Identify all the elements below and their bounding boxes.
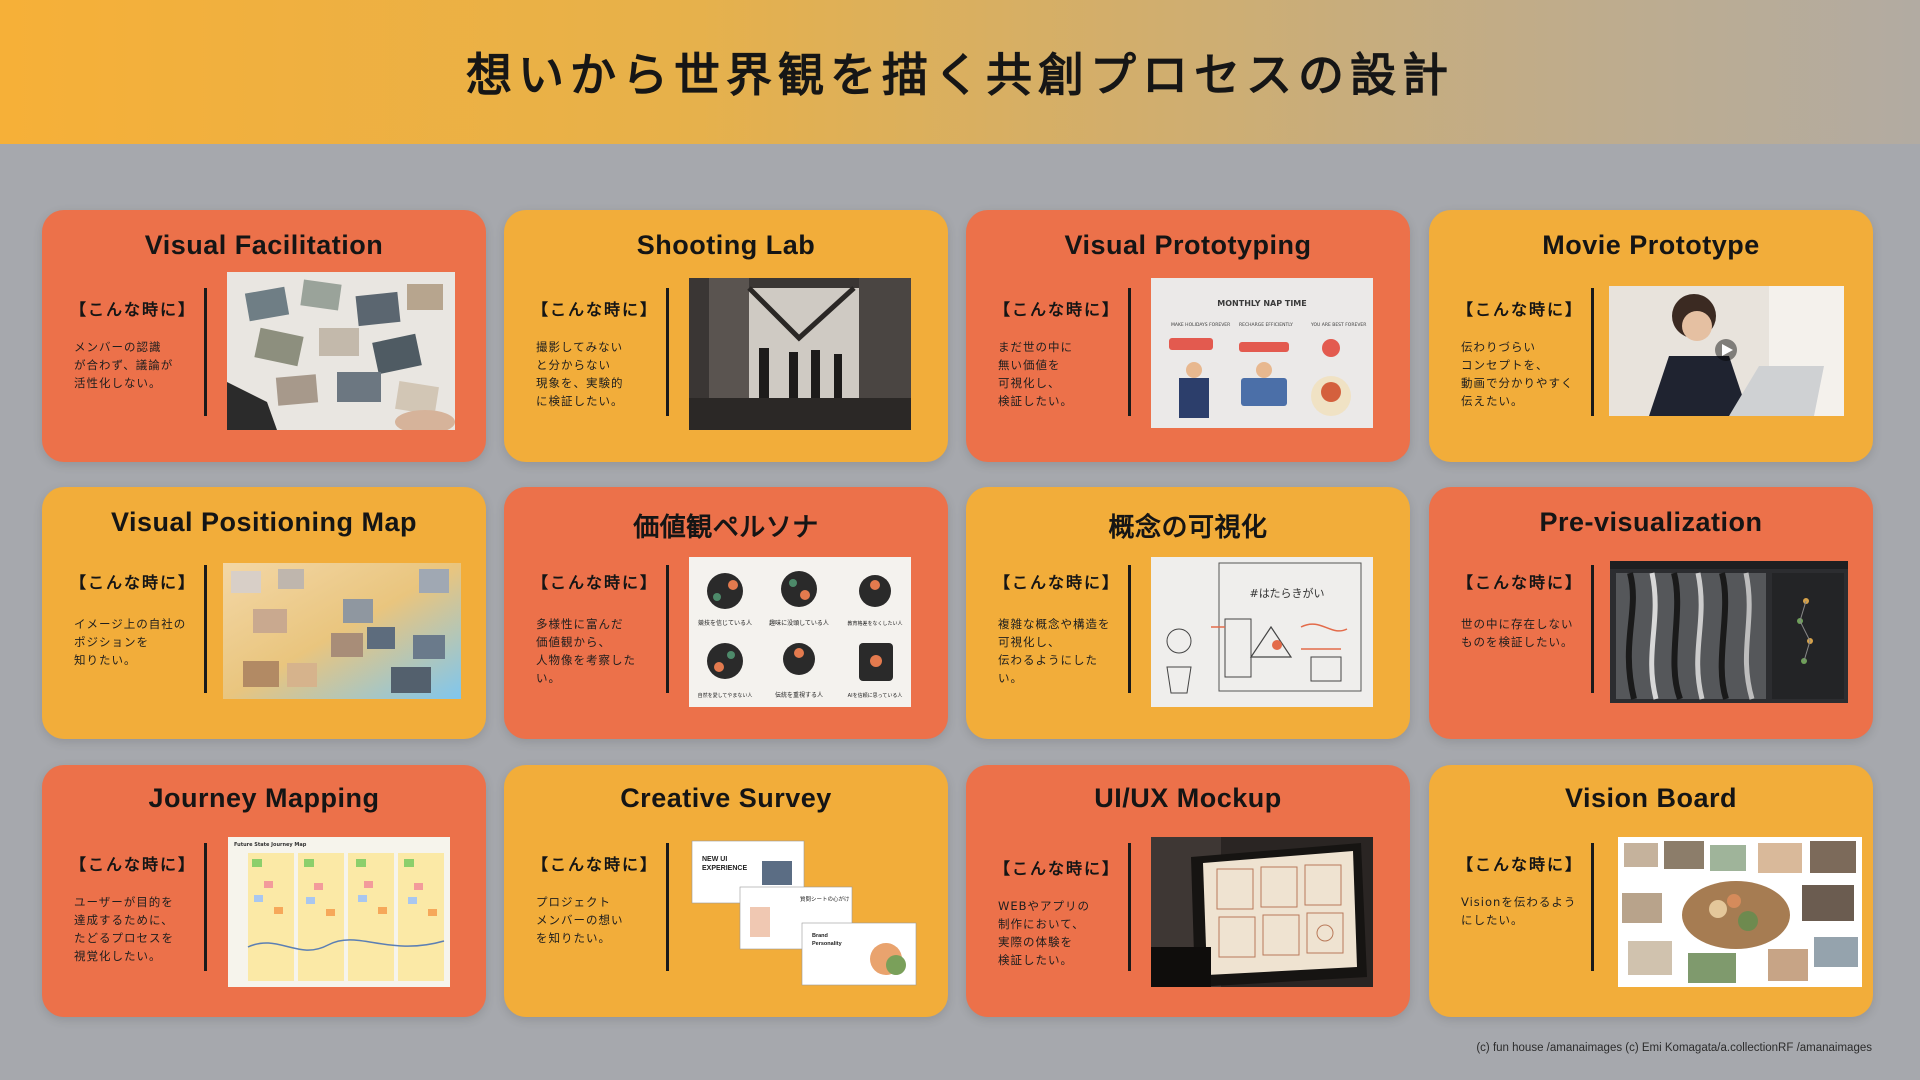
video-thumbnail[interactable]	[1609, 286, 1844, 416]
concept-tag: #はたらきがい	[1250, 586, 1325, 600]
when-label: 【こんな時に】	[70, 573, 197, 592]
image-credit: (c) fun house /amanaimages (c) Emi Komag…	[1476, 1042, 1872, 1054]
card-title: Vision Board	[1564, 783, 1738, 813]
divider	[1591, 288, 1594, 416]
divider	[204, 288, 207, 416]
when-label: 【こんな時に】	[994, 300, 1121, 319]
nap-label-b: RECHARGE EFFICIENTLY	[1239, 322, 1293, 328]
divider	[1128, 288, 1131, 416]
when-label: 【こんな時に】	[994, 573, 1121, 592]
play-icon	[1722, 344, 1733, 356]
survey-sheet-1-title-b: EXPERIENCE	[702, 865, 747, 872]
survey-sheet-2-title: 質問シートの心がけ	[800, 895, 850, 903]
when-label: 【こんな時に】	[532, 573, 659, 592]
card-description: 伝わりづらい コンセプトを、 動画で分かりやすく 伝えたい。	[1461, 340, 1574, 408]
journey-map-title: Future State Journey Map	[234, 842, 307, 848]
nap-time-illustration: MONTHLY NAP TIME MAKE HOLIDAYS FOREVER R…	[1151, 278, 1373, 428]
survey-sheets: NEW UI EXPERIENCE 質問シートの心がけ Brand Person…	[690, 837, 920, 987]
card-title: Visual Prototyping	[1064, 230, 1312, 260]
divider	[1591, 565, 1594, 693]
studio-photo	[689, 278, 911, 430]
when-label: 【こんな時に】	[532, 855, 659, 874]
persona-label-2: 趣味に没頭している人	[769, 619, 829, 627]
divider	[1128, 565, 1131, 693]
card-title: Movie Prototype	[1542, 230, 1760, 260]
card-title: Visual Positioning Map	[110, 507, 418, 537]
when-label: 【こんな時に】	[70, 300, 197, 319]
card-title: 概念の可視化	[1108, 513, 1268, 543]
survey-sheet-3-title-b: Personality	[812, 941, 843, 947]
nap-label-a: MAKE HOLIDAYS FOREVER	[1171, 322, 1230, 328]
tablet-mockup-photo	[1151, 837, 1373, 987]
card-title: 価値観ペルソナ	[633, 513, 819, 543]
divider	[204, 843, 207, 971]
persona-label-5: 伝統を重視する人	[775, 691, 823, 699]
when-label: 【こんな時に】	[1457, 573, 1584, 592]
when-label: 【こんな時に】	[70, 855, 197, 874]
nap-label-c: YOU ARE BEST FOREVER	[1310, 322, 1366, 328]
card-vision-board[interactable]: Vision Board 【こんな時に】 Visionを伝わるよう にしたい。	[1429, 765, 1873, 1017]
persona-label-6: AIを信頼に思っている人	[848, 692, 903, 699]
card-title: Visual Facilitation	[144, 230, 384, 260]
card-description: イメージ上の自社の ポジションを 知りたい。	[74, 617, 187, 667]
concept-sketch: #はたらきがい	[1151, 557, 1373, 707]
card-description: まだ世の中に 無い価値を 可視化し、 検証したい。	[998, 340, 1073, 408]
card-creative-survey[interactable]: Creative Survey 【こんな時に】 プロジェクト メンバーの想い を…	[504, 765, 948, 1017]
card-concept-visualization[interactable]: 概念の可視化 【こんな時に】 複雑な概念や構造を 可視化し、 伝わるようにしたい…	[966, 487, 1410, 739]
positioning-map-image	[223, 563, 461, 699]
divider	[1591, 843, 1594, 971]
card-movie-prototype[interactable]: Movie Prototype 【こんな時に】 伝わりづらい コンセプトを、 動…	[1429, 210, 1873, 462]
card-value-persona[interactable]: 価値観ペルソナ 【こんな時に】 多様性に富んだ 価値観から、 人物像を考察したい…	[504, 487, 948, 739]
card-description: プロジェクト メンバーの想い を知りたい。	[536, 895, 624, 945]
header-banner: 想いから世界観を描く共創プロセスの設計	[0, 0, 1920, 144]
when-label: 【こんな時に】	[994, 859, 1121, 878]
card-visual-facilitation[interactable]: Visual Facilitation 【こんな時に】 メンバーの認識 が合わず…	[42, 210, 486, 462]
persona-label-1: 競技を信じている人	[698, 619, 752, 627]
divider	[666, 843, 669, 971]
card-visual-positioning-map[interactable]: Visual Positioning Map 【こんな時に】 イメージ上の自社の…	[42, 487, 486, 739]
card-visual-prototyping[interactable]: Visual Prototyping 【こんな時に】 まだ世の中に 無い価値を …	[966, 210, 1410, 462]
card-pre-visualization[interactable]: Pre-visualization 【こんな時に】 世の中に存在しない ものを検…	[1429, 487, 1873, 739]
workshop-photo	[227, 272, 455, 430]
card-title: Journey Mapping	[148, 783, 380, 813]
divider	[204, 565, 207, 693]
divider	[666, 288, 669, 416]
card-description: メンバーの認識 が合わず、議論が 活性化しない。	[74, 340, 174, 390]
card-description: WEBやアプリの 制作において、 実際の体験を 検証したい。	[998, 899, 1091, 967]
persona-illustrations: 競技を信じている人 趣味に没頭している人 教育格差をなくしたい人 自然を愛してや…	[689, 557, 911, 707]
card-description: 多様性に富んだ 価値観から、 人物像を考察したい。	[536, 617, 636, 685]
card-description: 複雑な概念や構造を 可視化し、 伝わるようにしたい。	[998, 617, 1111, 685]
3d-software-screenshot	[1610, 561, 1848, 703]
card-description: ユーザーが目的を 達成するために、 たどるプロセスを 視覚化したい。	[74, 895, 174, 963]
card-description: 撮影してみない と分からない 現象を、実験的 に検証したい。	[536, 340, 624, 408]
nap-time-title: MONTHLY NAP TIME	[1217, 299, 1306, 308]
card-description: Visionを伝わるよう にしたい。	[1461, 895, 1577, 927]
when-label: 【こんな時に】	[1457, 300, 1584, 319]
journey-map-image: Future State Journey Map	[228, 837, 450, 987]
divider	[1128, 843, 1131, 971]
survey-sheet-1-title-a: NEW UI	[702, 856, 727, 863]
divider	[666, 565, 669, 693]
when-label: 【こんな時に】	[1457, 855, 1584, 874]
card-ui-ux-mockup[interactable]: UI/UX Mockup 【こんな時に】 WEBやアプリの 制作において、 実際…	[966, 765, 1410, 1017]
vision-board-collage	[1618, 837, 1862, 987]
card-journey-mapping[interactable]: Journey Mapping 【こんな時に】 ユーザーが目的を 達成するために…	[42, 765, 486, 1017]
card-title: Creative Survey	[620, 783, 832, 813]
card-title: Shooting Lab	[636, 230, 816, 260]
when-label: 【こんな時に】	[532, 300, 659, 319]
page-title: 想いから世界観を描く共創プロセスの設計	[466, 48, 1454, 102]
persona-label-3: 教育格差をなくしたい人	[847, 620, 902, 627]
card-title: Pre-visualization	[1539, 507, 1763, 537]
persona-label-4: 自然を愛してやまない人	[698, 692, 753, 699]
card-title: UI/UX Mockup	[1094, 783, 1282, 813]
card-description: 世の中に存在しない ものを検証したい。	[1461, 617, 1574, 649]
survey-sheet-3-title-a: Brand	[812, 933, 828, 939]
card-shooting-lab[interactable]: Shooting Lab 【こんな時に】 撮影してみない と分からない 現象を、…	[504, 210, 948, 462]
